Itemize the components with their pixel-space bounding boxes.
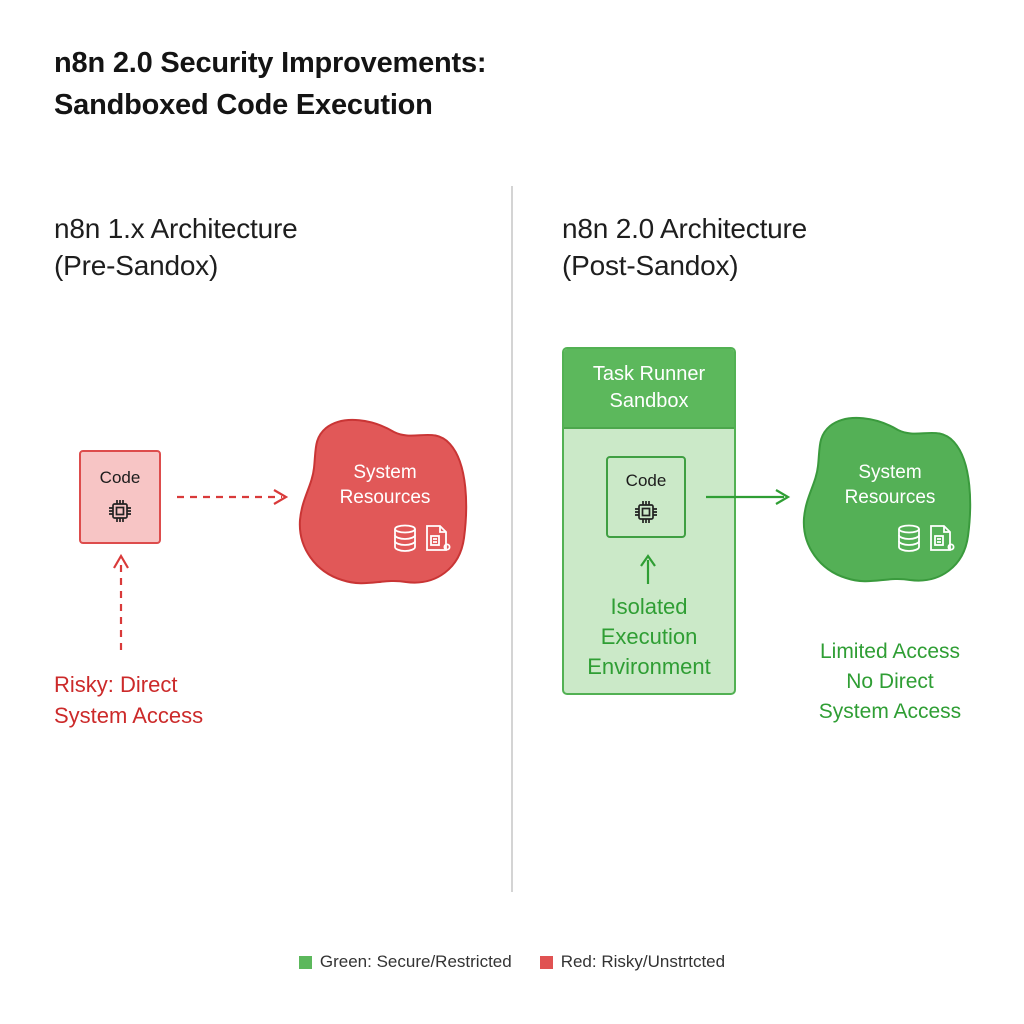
legend-item-green: Green: Secure/Restricted (298, 952, 512, 972)
legend-swatch-red (539, 955, 553, 969)
isolated-line-2: Execution (600, 624, 698, 649)
left-code-box: Code (79, 450, 161, 544)
left-heading-line-2: (Pre-Sandox) (54, 250, 219, 281)
title-line-2: Sandboxed Code Execution (54, 89, 433, 121)
document-icon (930, 525, 955, 551)
title-line-1: n8n 2.0 Security Improvements: (54, 47, 487, 79)
legend-label-red: Red: Risky/Unstrtcted (560, 952, 726, 971)
limited-note-line-3: System Access (818, 700, 962, 723)
left-heading-line-1: n8n 1.x Architecture (54, 213, 298, 244)
legend-item-red: Red: Risky/Unstrtcted (539, 952, 726, 972)
isolated-environment-label: Isolated Execution Environment (562, 592, 736, 682)
limited-access-note: Limited Access No Direct System Access (790, 637, 990, 727)
right-resources-label: System Resources (825, 460, 955, 510)
chip-icon (635, 501, 657, 523)
section-divider (511, 186, 513, 892)
right-section-heading: n8n 2.0 Architecture (Post-Sandox) (562, 210, 807, 284)
legend-swatch-green (298, 955, 312, 969)
left-code-label: Code (99, 468, 141, 487)
risky-note-line-1: Risky: Direct (54, 672, 178, 697)
legend-label-green: Green: Secure/Restricted (319, 952, 512, 971)
left-resources-label: System Resources (320, 460, 450, 510)
left-section-heading: n8n 1.x Architecture (Pre-Sandox) (54, 210, 298, 284)
left-system-resources-blob (298, 418, 468, 585)
right-resources-line-1: System (858, 462, 922, 483)
limited-note-line-2: No Direct (846, 670, 934, 693)
limited-note-line-1: Limited Access (819, 640, 961, 663)
risky-access-note: Risky: Direct System Access (54, 669, 203, 731)
isolated-line-1: Isolated (610, 594, 688, 619)
database-icon (898, 524, 920, 552)
right-system-resources-blob (802, 416, 972, 583)
right-heading-line-2: (Post-Sandox) (562, 250, 739, 281)
page-title: n8n 2.0 Security Improvements: Sandboxed… (54, 42, 487, 126)
left-resource-icons (393, 524, 451, 552)
right-heading-line-1: n8n 2.0 Architecture (562, 213, 808, 244)
left-risk-arrow-icon (113, 553, 129, 650)
left-access-arrow-icon (177, 489, 289, 505)
right-code-box: Code (606, 456, 686, 538)
sandbox-title-line-2: Sandbox (609, 390, 689, 412)
right-resource-icons (897, 524, 955, 552)
right-code-label: Code (625, 471, 667, 490)
isolated-line-3: Environment (587, 654, 711, 679)
database-icon (394, 524, 416, 552)
sandbox-title-line-1: Task Runner (592, 363, 706, 385)
legend: Green: Secure/Restricted Red: Risky/Unst… (0, 952, 1024, 972)
left-resources-line-1: System (353, 462, 417, 483)
risky-note-line-2: System Access (54, 703, 204, 728)
right-resources-line-2: Resources (844, 487, 936, 508)
sandbox-header: Task Runner Sandbox (564, 349, 734, 429)
chip-icon (109, 500, 131, 522)
left-resources-line-2: Resources (339, 487, 431, 508)
document-icon (426, 525, 451, 551)
